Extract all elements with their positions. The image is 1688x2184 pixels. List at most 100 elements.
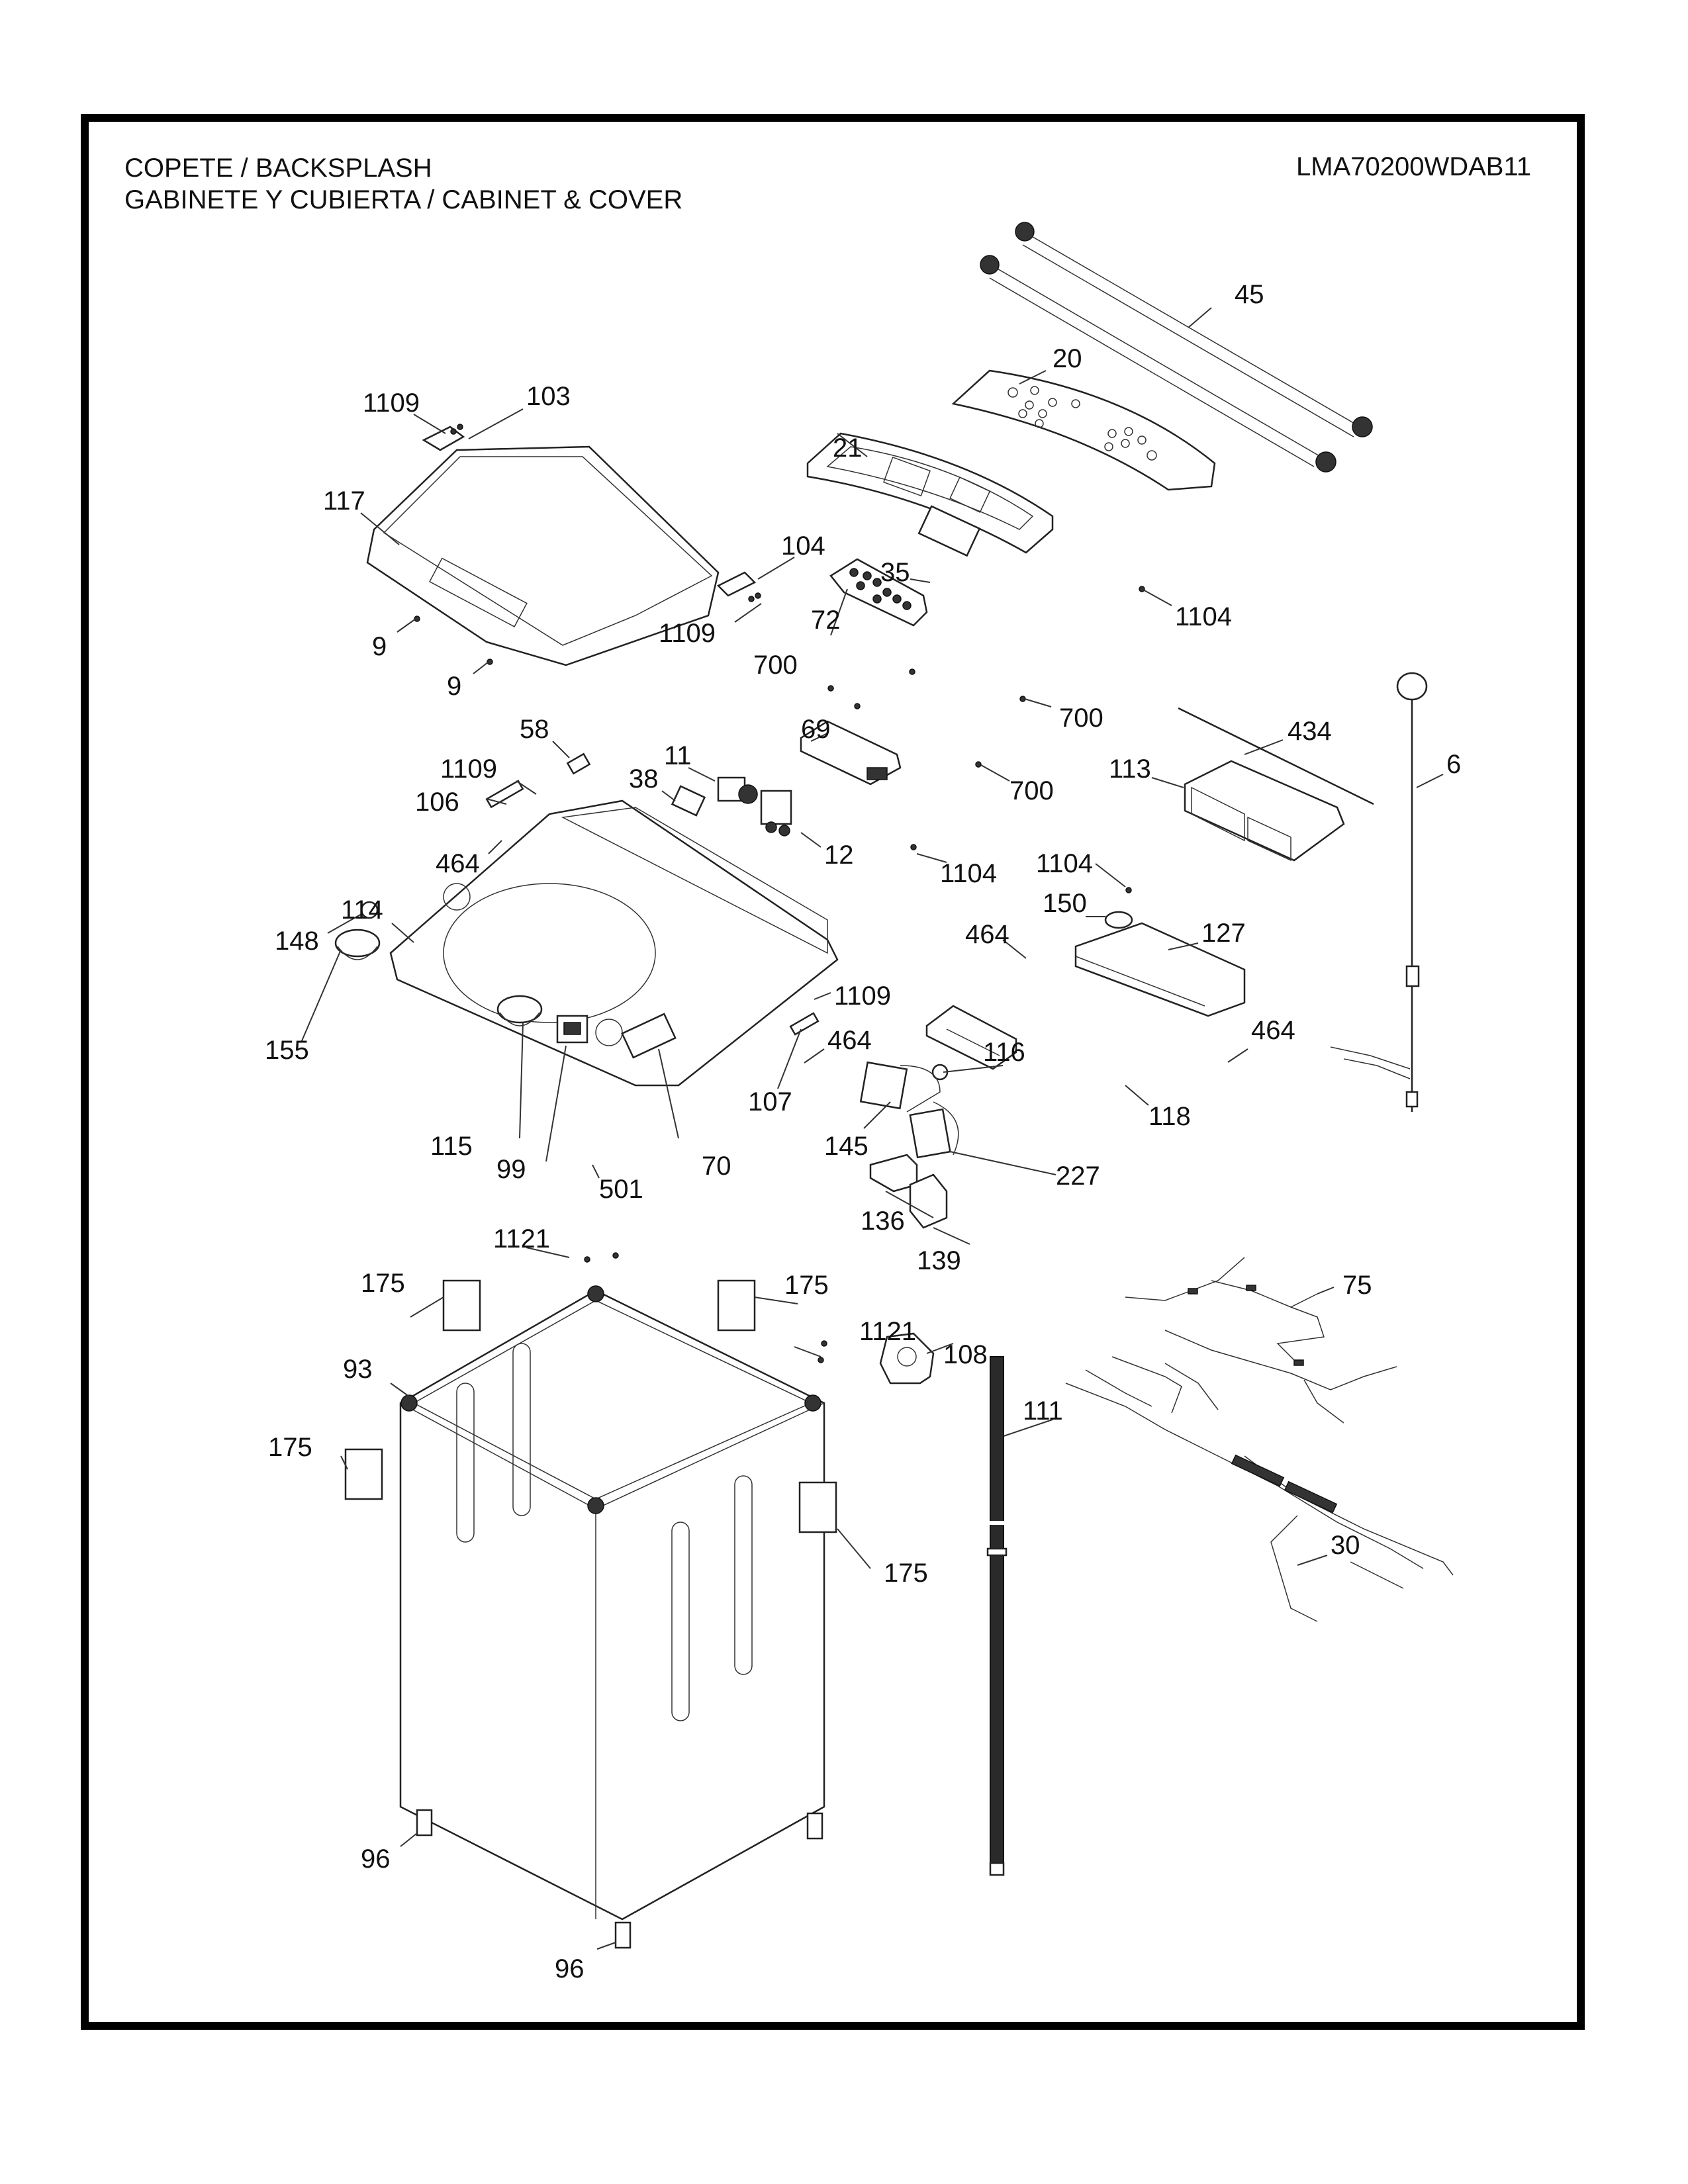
callout-700: 700 xyxy=(1009,776,1054,805)
part-103-hinge xyxy=(422,426,465,451)
callout-30: 30 xyxy=(1331,1531,1360,1560)
part-111-drain-hose xyxy=(986,1356,1008,1876)
callout-1109: 1109 xyxy=(659,619,716,648)
part-69-power-board xyxy=(800,720,902,786)
part-30-wire-harness xyxy=(1065,1356,1454,1622)
callout-118: 118 xyxy=(1149,1102,1191,1131)
callout-labels: 1109 103 117 104 1109 9 9 45 20 21 35 11… xyxy=(265,280,1461,1983)
part-434-strip xyxy=(1178,707,1374,805)
callout-114: 114 xyxy=(341,895,383,925)
part-115-ring xyxy=(496,995,543,1026)
part-72-control-board xyxy=(829,558,928,627)
callout-227: 227 xyxy=(1056,1161,1100,1191)
callout-1121: 1121 xyxy=(493,1224,550,1253)
callout-38: 38 xyxy=(629,764,659,794)
callout-20: 20 xyxy=(1053,344,1082,373)
section-title-backsplash: COPETE / BACKSPLASH xyxy=(124,154,432,183)
callout-9: 9 xyxy=(372,632,387,661)
callout-700: 700 xyxy=(1059,704,1103,733)
model-number: LMA70200WDAB11 xyxy=(1296,152,1531,181)
drawing-border xyxy=(81,114,1585,2030)
callout-139: 139 xyxy=(917,1246,961,1275)
callout-1104: 1104 xyxy=(940,859,997,888)
part-155-ring xyxy=(334,929,381,960)
callout-464: 464 xyxy=(436,849,480,878)
part-58-switch xyxy=(566,752,591,775)
callout-96: 96 xyxy=(361,1844,391,1874)
part-21-console-frame xyxy=(806,432,1054,554)
screws-700-1104 xyxy=(827,586,1145,893)
callout-148: 148 xyxy=(275,927,319,956)
screws-1109-9 xyxy=(414,424,761,665)
leader-lines xyxy=(301,307,1444,1950)
part-175-label-a xyxy=(442,1279,481,1332)
part-38-label xyxy=(671,785,706,817)
callout-72: 72 xyxy=(811,606,841,635)
callout-104: 104 xyxy=(781,531,825,561)
part-139-bracket xyxy=(909,1173,948,1229)
part-148-cap xyxy=(360,901,379,919)
part-96-leveling-feet xyxy=(416,1809,823,1949)
part-93-cabinet xyxy=(399,1285,825,1921)
callout-175: 175 xyxy=(784,1271,829,1300)
callout-45: 45 xyxy=(1235,280,1264,309)
callout-70: 70 xyxy=(702,1152,731,1181)
section-title-cabinet-cover: GABINETE Y CUBIERTA / CABINET & COVER xyxy=(124,185,683,214)
callout-106: 106 xyxy=(415,788,459,817)
part-175-label-c xyxy=(344,1448,383,1500)
part-175-label-d xyxy=(798,1481,837,1533)
callout-1109: 1109 xyxy=(440,754,497,784)
part-11-inlet-valve xyxy=(717,776,758,804)
part-6-power-cord xyxy=(1330,672,1428,1112)
screws-1121 xyxy=(584,1252,827,1363)
part-99-lid-switch xyxy=(556,1015,588,1044)
callout-117: 117 xyxy=(323,486,365,516)
callout-93: 93 xyxy=(343,1355,373,1384)
callout-175: 175 xyxy=(361,1269,405,1298)
callout-99: 99 xyxy=(496,1155,526,1184)
callout-113: 113 xyxy=(1109,754,1151,784)
part-114-top-cover xyxy=(389,799,839,1087)
callout-1121: 1121 xyxy=(859,1317,916,1346)
callout-145: 145 xyxy=(824,1132,868,1161)
part-12-inlet-valve xyxy=(760,790,792,837)
callout-96: 96 xyxy=(555,1954,585,1983)
callout-1104: 1104 xyxy=(1036,849,1093,878)
callout-21: 21 xyxy=(833,433,863,463)
callout-107: 107 xyxy=(748,1087,792,1116)
callout-136: 136 xyxy=(861,1206,905,1236)
callout-700: 700 xyxy=(753,651,798,680)
part-145-drawer xyxy=(859,1061,941,1113)
callout-116: 116 xyxy=(983,1038,1025,1067)
part-118-dispenser-tray xyxy=(925,1005,1017,1070)
part-70-label xyxy=(621,1013,677,1059)
part-107-striker xyxy=(789,1012,820,1036)
callout-69: 69 xyxy=(801,715,831,744)
callout-464: 464 xyxy=(827,1026,872,1055)
part-117-lid xyxy=(366,445,720,666)
part-127-dispenser-housing xyxy=(1074,922,1246,1017)
callout-434: 434 xyxy=(1288,717,1332,746)
callout-150: 150 xyxy=(1043,889,1087,918)
callout-127: 127 xyxy=(1201,919,1246,948)
callout-75: 75 xyxy=(1342,1271,1372,1300)
part-104-hinge xyxy=(716,571,757,597)
part-227-drawer xyxy=(909,1101,959,1159)
callout-111: 111 xyxy=(1023,1396,1063,1426)
callout-175: 175 xyxy=(884,1559,928,1588)
part-108-pump-bracket xyxy=(879,1332,935,1385)
callout-115: 115 xyxy=(430,1132,473,1161)
callout-58: 58 xyxy=(520,715,549,744)
callout-175: 175 xyxy=(268,1433,312,1462)
part-113-dispenser-drawer xyxy=(1184,760,1345,862)
part-20-console-overlay xyxy=(951,369,1216,491)
callout-1104: 1104 xyxy=(1175,602,1232,631)
part-35-label xyxy=(917,505,981,557)
callout-1109: 1109 xyxy=(834,981,891,1011)
callout-6: 6 xyxy=(1446,750,1461,779)
callout-35: 35 xyxy=(880,558,910,587)
callout-464: 464 xyxy=(1251,1016,1295,1045)
callout-103: 103 xyxy=(526,382,571,411)
callout-155: 155 xyxy=(265,1036,309,1065)
